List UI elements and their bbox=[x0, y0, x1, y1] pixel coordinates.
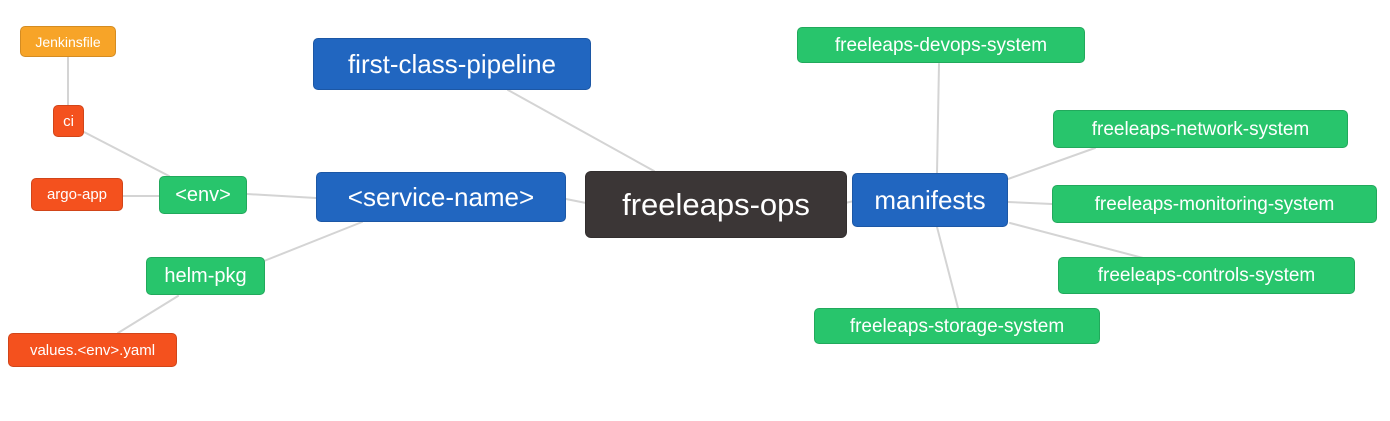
edge-service-name-ops bbox=[565, 198, 587, 204]
edge-ci-env bbox=[83, 131, 170, 177]
node-freeleaps-ops[interactable]: freeleaps-ops bbox=[585, 171, 847, 238]
node-first-class-pipeline[interactable]: first-class-pipeline bbox=[313, 38, 591, 90]
edge-values-helm-pkg bbox=[117, 295, 179, 334]
edge-manifests-controls bbox=[1009, 222, 1144, 259]
node-freeleaps-controls-system[interactable]: freeleaps-controls-system bbox=[1058, 257, 1355, 294]
node-ci[interactable]: ci bbox=[53, 105, 84, 137]
node-values-env-yaml[interactable]: values.<env>.yaml bbox=[8, 333, 177, 367]
edge-manifests-network bbox=[1007, 147, 1096, 180]
node-argo-app[interactable]: argo-app bbox=[31, 178, 123, 211]
node-freeleaps-monitoring-system[interactable]: freeleaps-monitoring-system bbox=[1052, 185, 1377, 223]
edge-helm-pkg-service-name bbox=[263, 221, 363, 262]
node-service-name[interactable]: <service-name> bbox=[316, 172, 566, 222]
edge-manifests-devops bbox=[936, 63, 940, 174]
edge-manifests-monitoring bbox=[1007, 201, 1053, 205]
node-freeleaps-network-system[interactable]: freeleaps-network-system bbox=[1053, 110, 1348, 148]
node-jenkinsfile[interactable]: Jenkinsfile bbox=[20, 26, 116, 57]
node-freeleaps-devops-system[interactable]: freeleaps-devops-system bbox=[797, 27, 1085, 63]
node-helm-pkg[interactable]: helm-pkg bbox=[146, 257, 265, 295]
node-freeleaps-storage-system[interactable]: freeleaps-storage-system bbox=[814, 308, 1100, 344]
node-manifests[interactable]: manifests bbox=[852, 173, 1008, 227]
edge-env-service-name bbox=[246, 193, 317, 199]
edge-pipeline-ops bbox=[507, 89, 655, 172]
node-env[interactable]: <env> bbox=[159, 176, 247, 214]
edge-manifests-storage bbox=[936, 226, 959, 309]
